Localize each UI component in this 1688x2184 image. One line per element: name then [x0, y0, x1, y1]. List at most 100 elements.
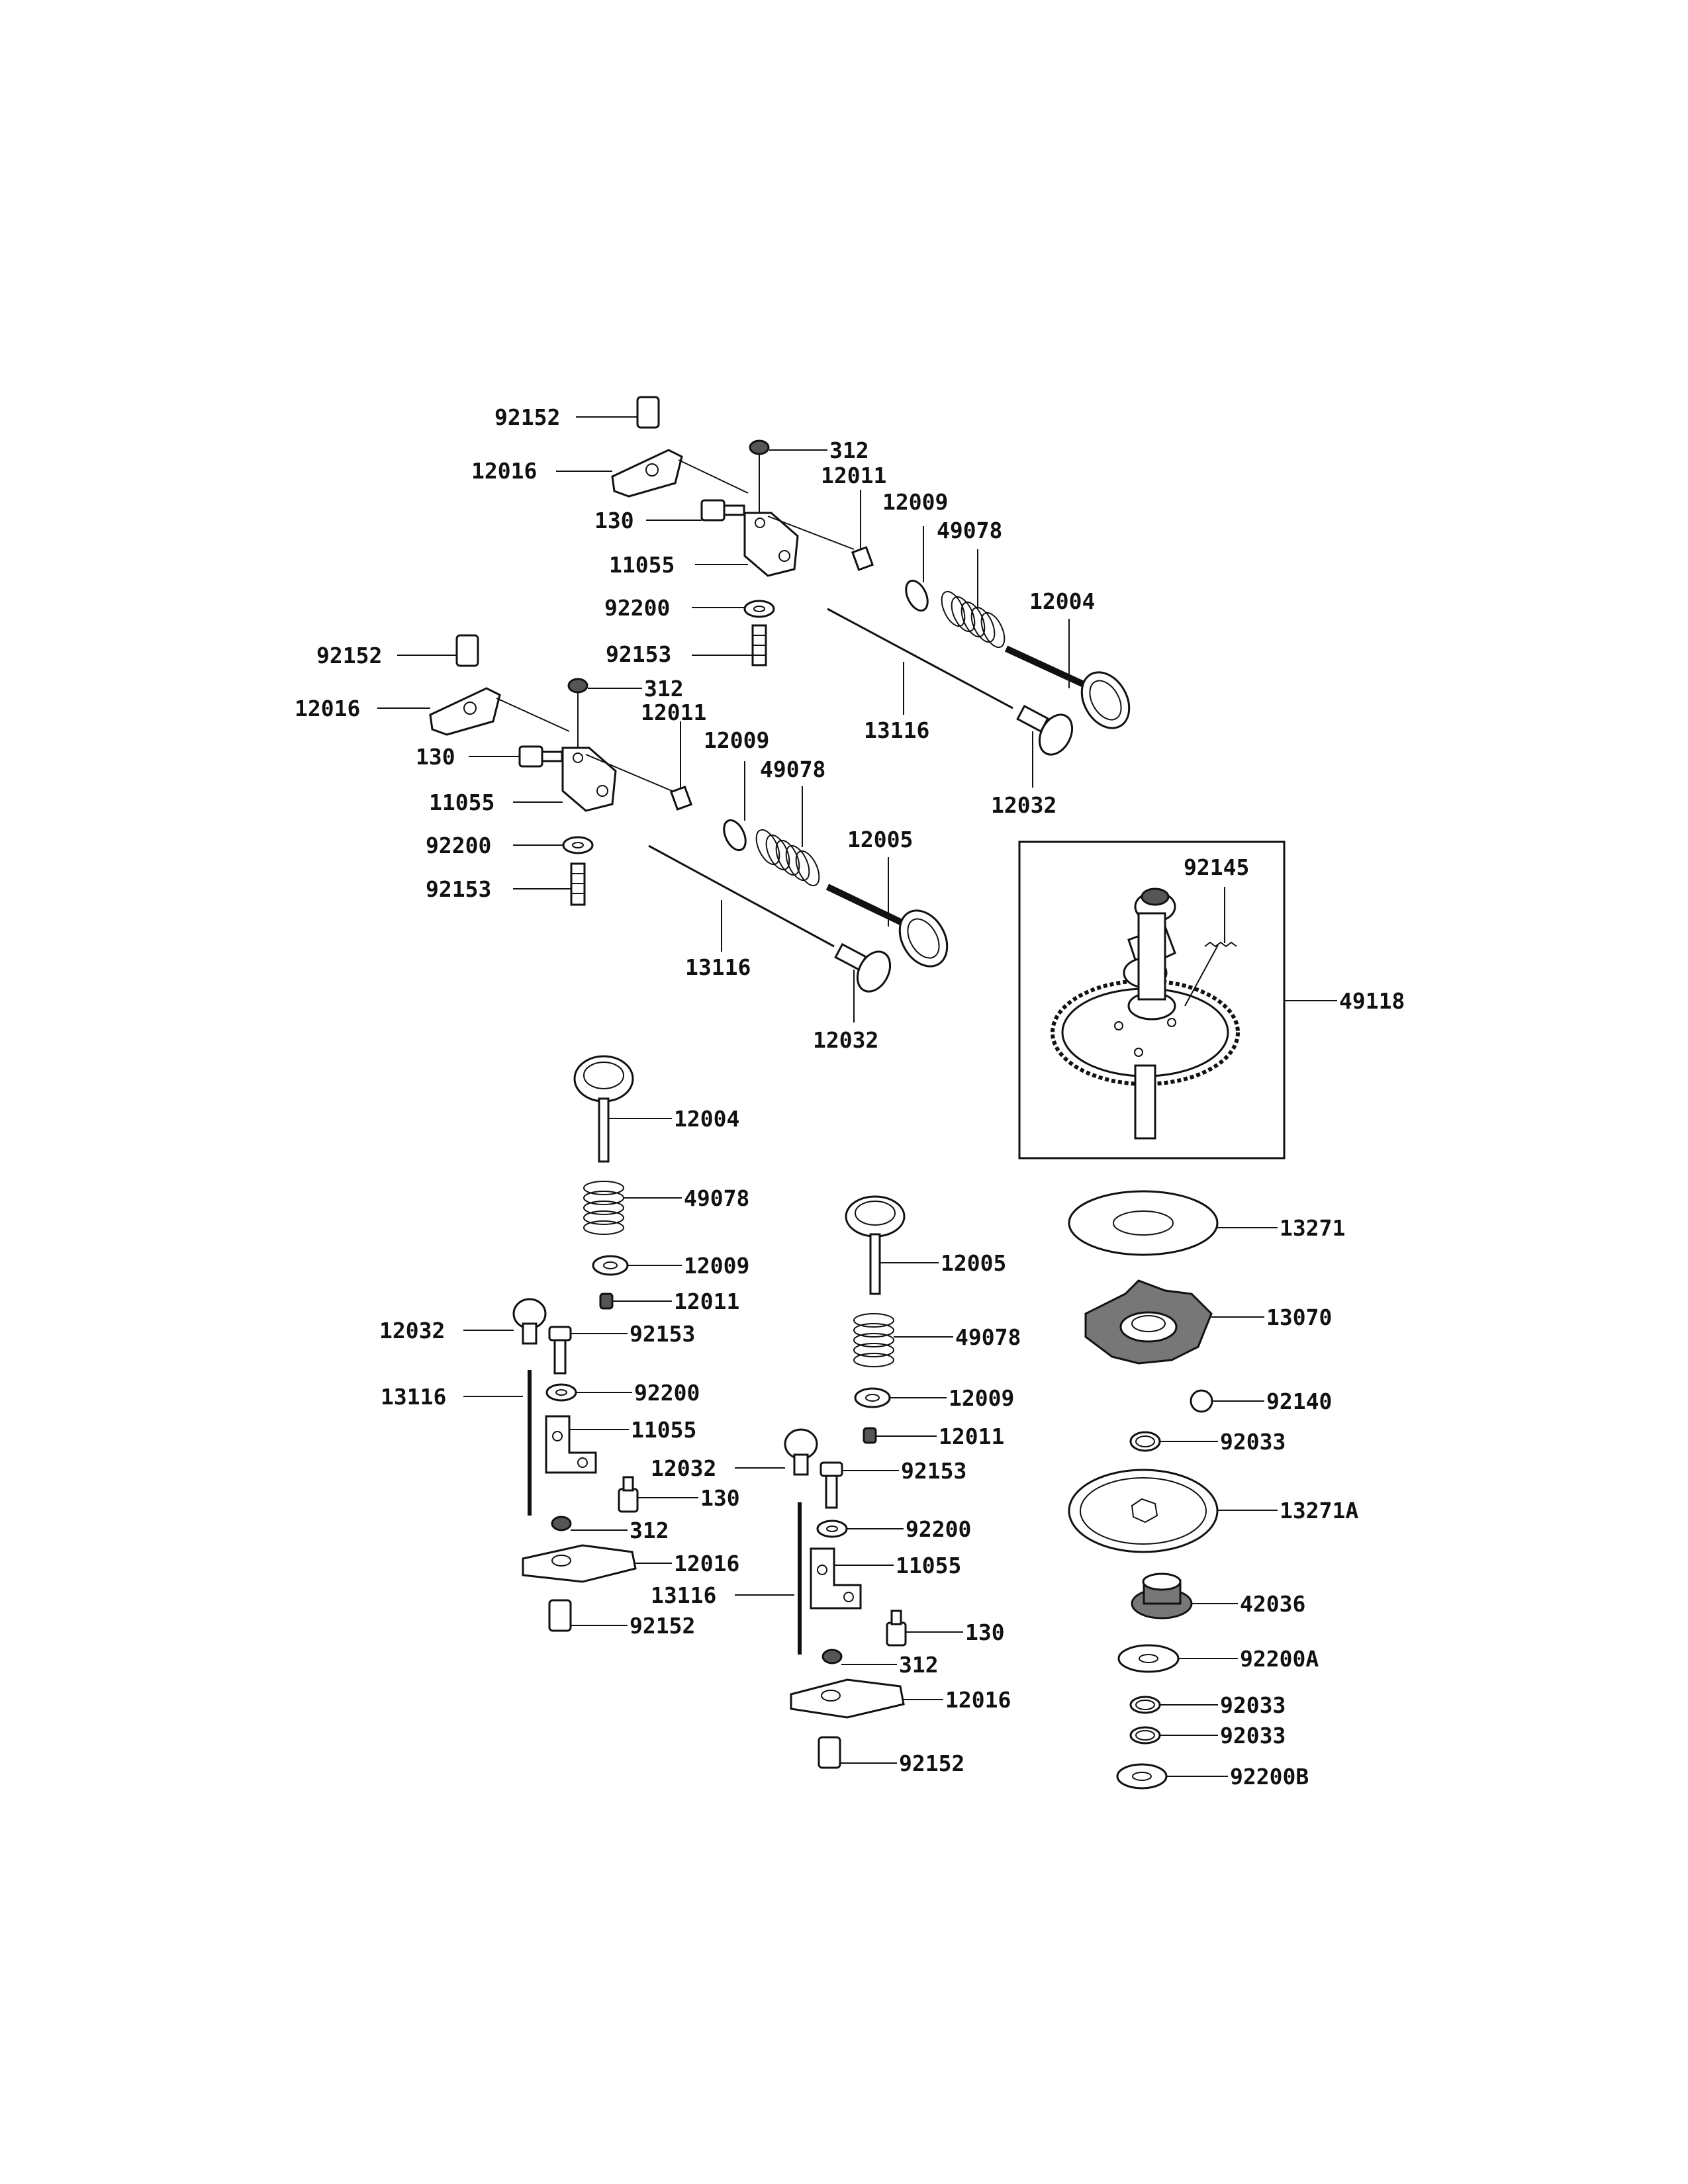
stud-92153-b	[570, 862, 586, 906]
tappet-12032-c	[512, 1298, 547, 1345]
label-92033: 92033	[1220, 1723, 1286, 1749]
plate-13271A	[1068, 1469, 1219, 1553]
nut-312-a	[749, 439, 770, 455]
stud-92153-a	[751, 624, 767, 666]
label-92152: 92152	[899, 1751, 964, 1776]
label-92033: 92033	[1220, 1429, 1286, 1455]
spring-92145	[1204, 941, 1237, 948]
label-92200: 92200	[634, 1380, 700, 1406]
label-13116: 13116	[685, 954, 751, 980]
label-92152: 92152	[494, 404, 560, 430]
label-12016: 12016	[471, 458, 537, 484]
clip-92033-b	[1129, 1696, 1161, 1714]
bolt-130-c	[618, 1476, 639, 1513]
leader-lines	[377, 416, 1337, 1777]
retainer-12009-b	[723, 819, 747, 852]
label-12005: 12005	[941, 1250, 1006, 1276]
label-12005: 12005	[847, 827, 913, 852]
bolt-130-a	[700, 499, 745, 522]
label-49078: 49078	[684, 1185, 749, 1211]
rocker-arm-12016-c	[522, 1544, 637, 1583]
washer-92200A	[1117, 1644, 1180, 1673]
spring-49078-c	[583, 1181, 624, 1235]
label-13070: 13070	[1266, 1304, 1332, 1330]
collet-12011-b	[669, 786, 693, 811]
washer-92200-a	[743, 600, 775, 618]
guide-11055-a	[743, 512, 799, 577]
rocker-assembly-lower	[429, 634, 949, 993]
label-312: 312	[644, 676, 684, 702]
collet-12011-a	[851, 546, 874, 571]
guide-11055-d	[810, 1547, 862, 1610]
label-12009: 12009	[704, 727, 769, 753]
label-312: 312	[899, 1652, 939, 1678]
label-49078: 49078	[760, 756, 825, 782]
label-130: 130	[700, 1485, 740, 1511]
label-12011: 12011	[674, 1289, 739, 1314]
label-11055: 11055	[609, 552, 675, 578]
bolt-130-b	[518, 745, 563, 768]
label-312: 312	[630, 1518, 669, 1543]
washer-92200-d	[816, 1520, 848, 1538]
label-13116: 13116	[651, 1582, 716, 1608]
label-12016: 12016	[295, 696, 360, 721]
label-12011: 12011	[939, 1424, 1004, 1449]
retainer-12009-d	[854, 1387, 891, 1408]
label-92200: 92200	[906, 1516, 971, 1542]
rocker-arm-12016-d	[790, 1678, 905, 1719]
ball-92140	[1190, 1389, 1213, 1413]
clip-92033-a	[1129, 1431, 1161, 1452]
rocker-arm-12016-b	[429, 687, 570, 736]
label-92153: 92153	[606, 641, 671, 667]
washer-92200B	[1116, 1763, 1168, 1790]
retainer-12009-a	[905, 579, 929, 612]
guide-11055-c	[545, 1415, 597, 1474]
nut-312-b	[567, 678, 588, 694]
spring-49078-b	[755, 829, 820, 887]
retainer-12009-c	[592, 1255, 629, 1276]
valve-12005-b	[825, 884, 949, 968]
washer-92200-b	[562, 836, 594, 854]
nut-312-c	[551, 1516, 572, 1531]
label-42036: 42036	[1240, 1591, 1305, 1617]
weight-13070	[1084, 1279, 1213, 1365]
label-12032: 12032	[651, 1455, 716, 1481]
label-49078: 49078	[937, 518, 1002, 543]
pivot-92152-b	[455, 634, 479, 667]
label-92153: 92153	[901, 1458, 966, 1484]
label-12004: 12004	[674, 1106, 739, 1132]
label-92033: 92033	[1220, 1692, 1286, 1718]
collet-12011-c	[599, 1293, 614, 1310]
label-13271: 13271	[1280, 1215, 1345, 1241]
label-11055: 11055	[429, 790, 494, 815]
label-49118: 49118	[1339, 988, 1405, 1014]
label-12032: 12032	[991, 792, 1056, 818]
valve-train-exploded-left	[512, 1055, 639, 1632]
washer-92200-c	[545, 1383, 577, 1402]
stud-92153-d	[820, 1461, 843, 1509]
label-13116: 13116	[381, 1384, 446, 1410]
tappet-12032-a	[1016, 704, 1074, 756]
label-92200A: 92200A	[1240, 1646, 1319, 1672]
governor-stack	[1068, 1190, 1219, 1790]
valve-12004-c	[573, 1055, 634, 1163]
label-130: 130	[965, 1619, 1005, 1645]
camshaft-assembly	[1018, 841, 1286, 1160]
label-12009: 12009	[949, 1385, 1014, 1411]
pushrod-13116-b	[648, 844, 835, 948]
nut-312-d	[821, 1649, 843, 1664]
spring-49078-a	[941, 590, 1006, 649]
clip-92033-c	[1129, 1726, 1161, 1745]
label-11055: 11055	[631, 1417, 696, 1443]
label-11055: 11055	[896, 1553, 961, 1578]
label-92200: 92200	[426, 833, 491, 858]
label-92152: 92152	[630, 1613, 695, 1639]
label-12009: 12009	[882, 489, 948, 515]
label-312: 312	[829, 437, 869, 463]
rocker-assembly-upper	[611, 396, 1131, 756]
tappet-12032-d	[784, 1428, 818, 1476]
label-12009: 12009	[684, 1253, 749, 1279]
pushrod-13116-a	[827, 608, 1013, 709]
label-13116: 13116	[864, 717, 929, 743]
